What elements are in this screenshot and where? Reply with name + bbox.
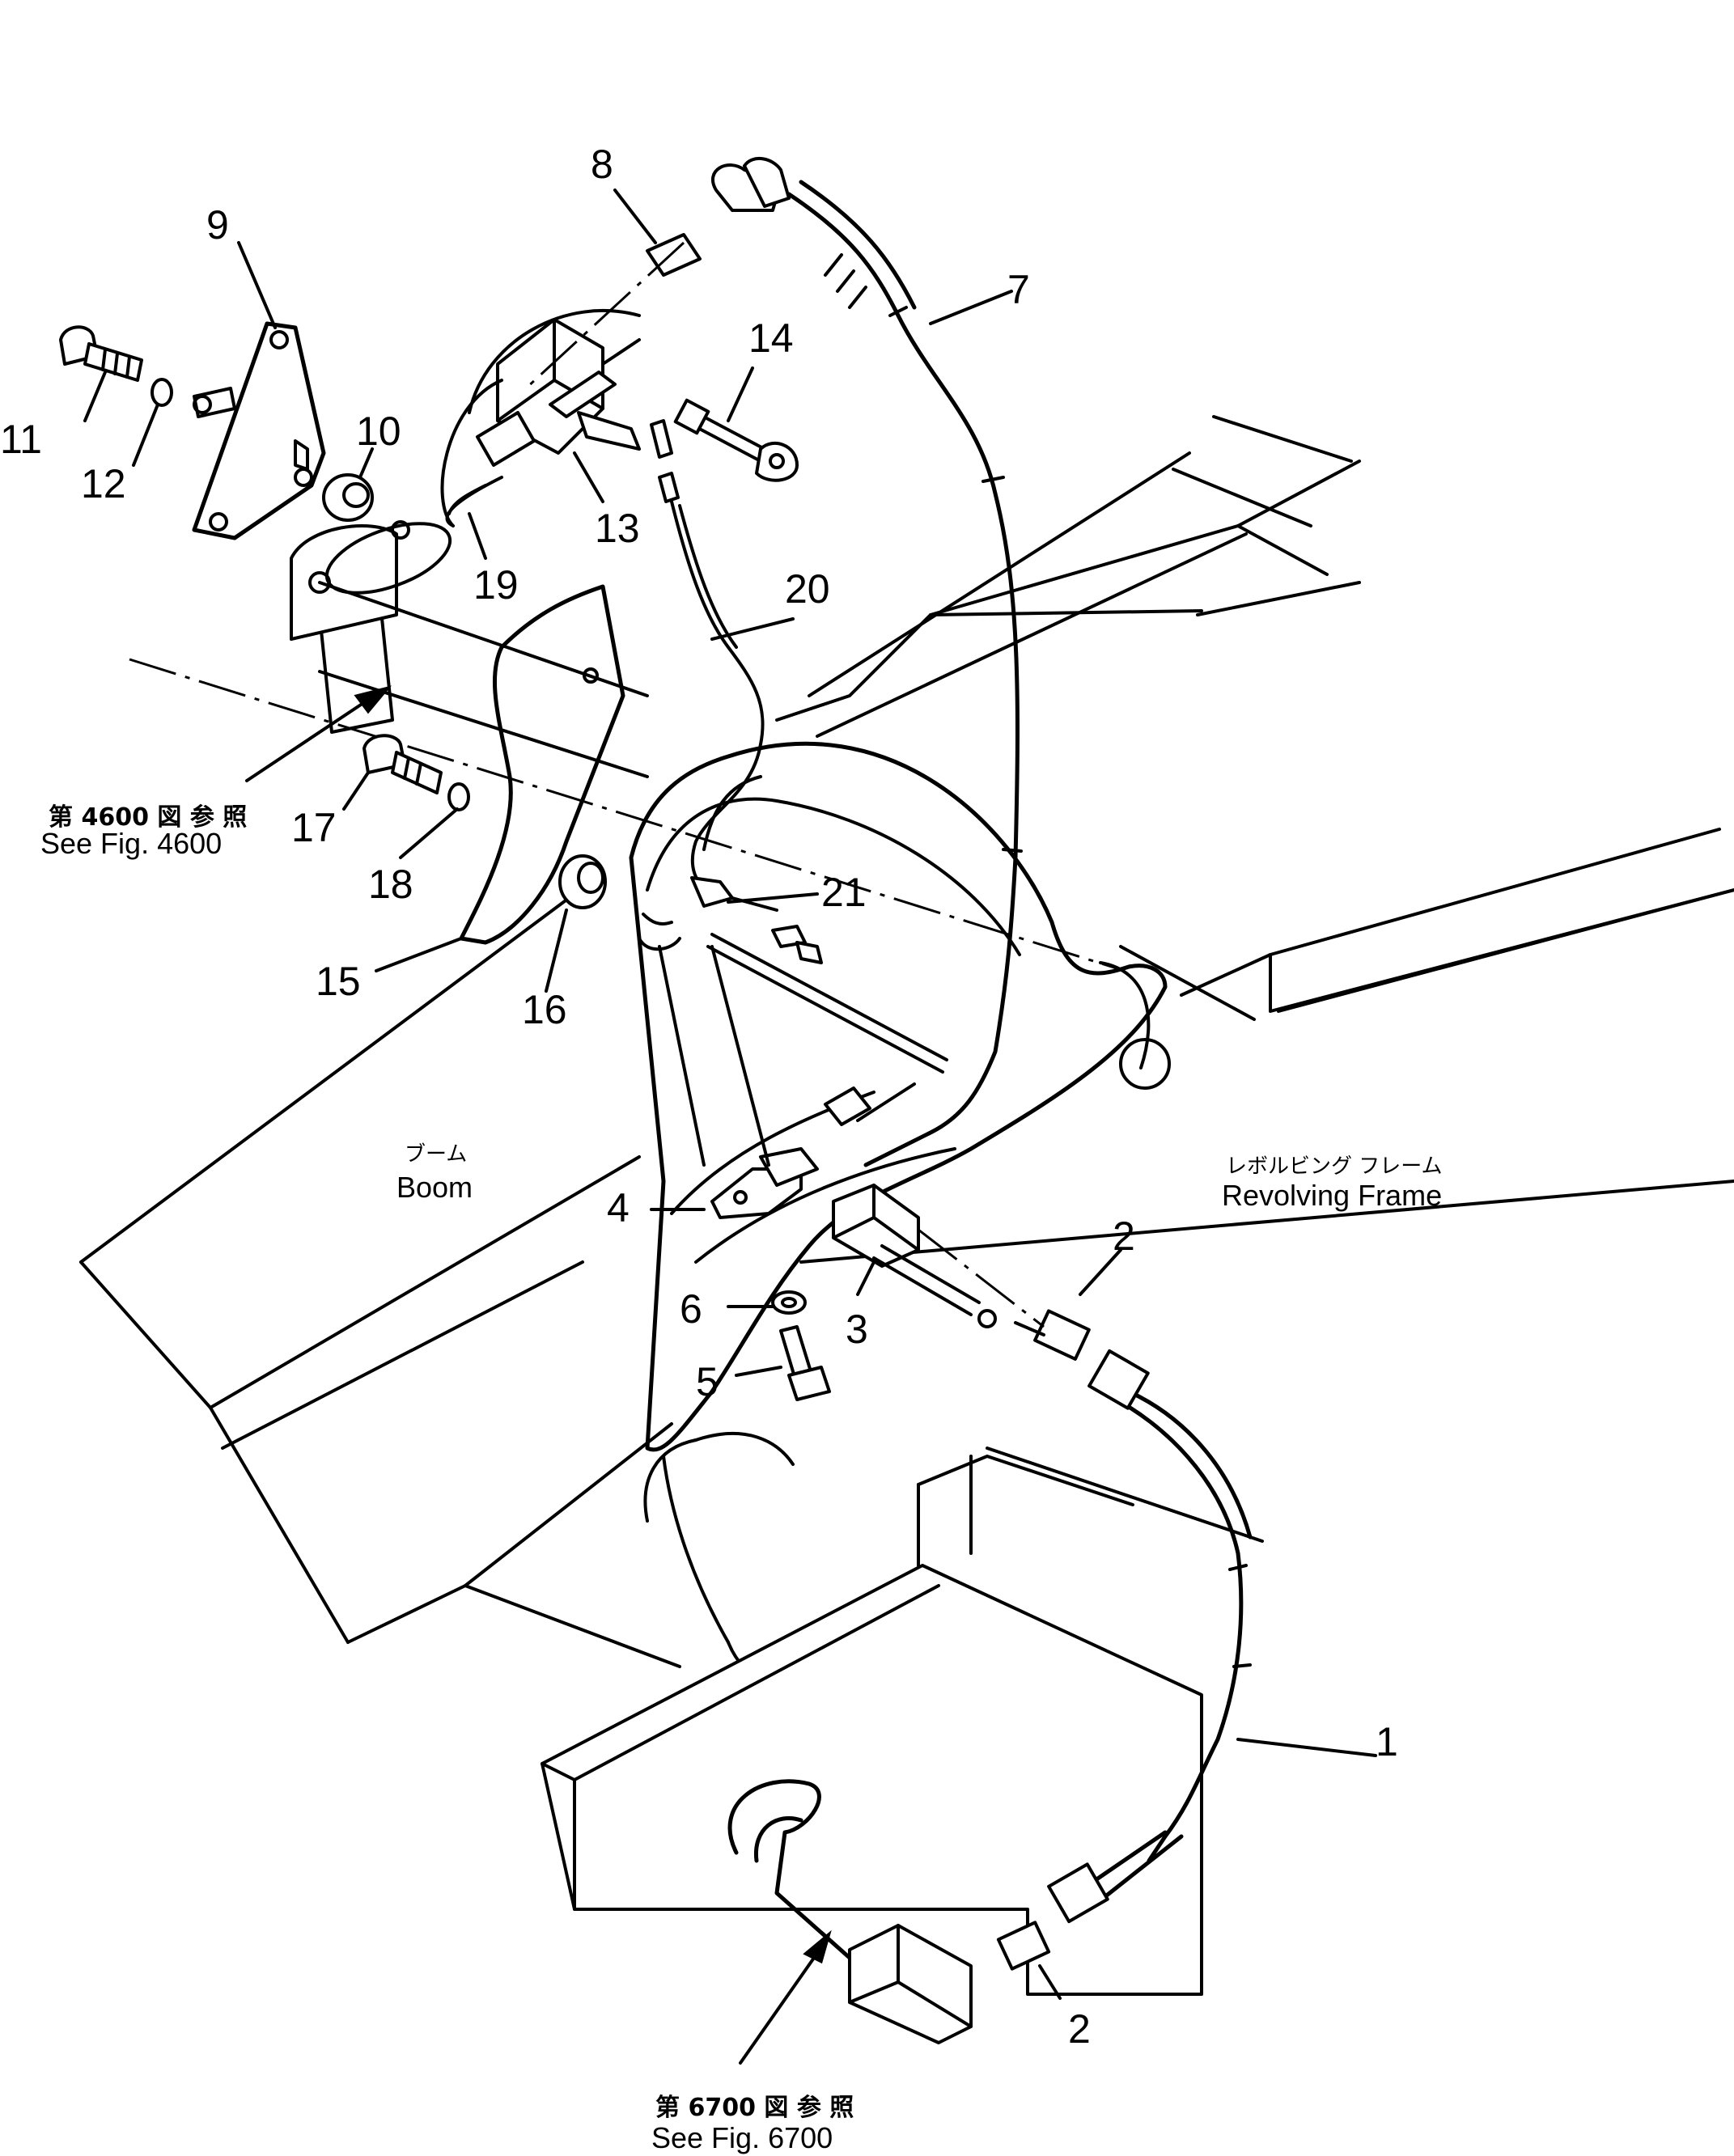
- small-bolt: [193, 387, 236, 418]
- callout-4: 4: [607, 1185, 630, 1230]
- callout-15: 15: [316, 959, 361, 1004]
- bracket-4: [710, 1147, 819, 1219]
- bolt-11: [59, 325, 143, 382]
- callout-7: 7: [1007, 267, 1030, 312]
- revolving-frame: [775, 415, 1734, 1264]
- fitting-2-lower: [996, 1921, 1051, 1971]
- ref-4600: See Fig. 4600: [40, 827, 222, 860]
- boom-foot-pin: [129, 520, 1126, 972]
- wire-19: [447, 484, 487, 515]
- callout-17: 17: [291, 805, 337, 850]
- frame-label: Revolving Frame: [1222, 1179, 1442, 1212]
- callout-8: 8: [591, 142, 613, 187]
- callout-19: 19: [473, 562, 519, 608]
- plate-15: [459, 584, 625, 945]
- leader-lines: [83, 188, 1377, 2065]
- lower-pipe-assembly: [727, 1779, 973, 2044]
- lower-frame-box: [541, 1447, 1264, 1996]
- callout-2b: 2: [1068, 2006, 1091, 2052]
- callout-1: 1: [1376, 1719, 1398, 1764]
- callout-3: 3: [846, 1307, 868, 1352]
- bolt-17: [362, 734, 443, 794]
- rod-14: [673, 398, 799, 482]
- ref-6700: See Fig. 6700: [651, 2121, 833, 2154]
- boom-beam: [79, 880, 681, 1668]
- plate-9: [192, 321, 326, 540]
- bolt-5: [779, 1325, 831, 1401]
- callout-6: 6: [680, 1286, 702, 1332]
- wire-20: [650, 419, 765, 887]
- frame-label-jp: レボルビング フレーム: [1226, 1154, 1443, 1179]
- fitting-2-upper: [1014, 1309, 1091, 1361]
- washer-12: [151, 378, 173, 407]
- callout-14: 14: [748, 316, 794, 361]
- boom-label-jp: ブーム: [405, 1142, 467, 1167]
- connector-21: [638, 876, 948, 1167]
- ref-4600-jp: 第 4600 図 参 照: [49, 803, 247, 832]
- callout-20: 20: [785, 566, 830, 612]
- collar-16: [558, 854, 607, 909]
- callout-11: 11: [0, 417, 42, 462]
- hose-1: [1047, 1349, 1253, 1924]
- callout-5: 5: [696, 1359, 719, 1404]
- text-labels: ブーム Boom レボルビング フレーム Revolving Frame 第 4…: [40, 803, 1443, 2154]
- washer-6: [771, 1290, 807, 1315]
- fitting-8: [524, 233, 702, 390]
- callout-10: 10: [356, 409, 401, 454]
- callout-13: 13: [595, 506, 640, 551]
- collar-10: [322, 473, 374, 522]
- callout-18: 18: [368, 862, 413, 907]
- callout-2a: 2: [1113, 1214, 1135, 1259]
- callout-21: 21: [821, 870, 867, 915]
- hose-7: [710, 157, 1023, 1167]
- callout-16: 16: [522, 987, 567, 1032]
- callouts: 1 2 2 3 4 5 6 7 8 9 10 11 12 13 14 15 16…: [0, 142, 1398, 2052]
- callout-9: 9: [206, 202, 229, 248]
- ref-6700-jp: 第 6700 図 参 照: [655, 2094, 854, 2122]
- pressure-switch-3: [832, 1184, 1045, 1328]
- boom-label: Boom: [396, 1171, 473, 1204]
- washer-18: [447, 782, 470, 811]
- callout-12: 12: [81, 461, 126, 506]
